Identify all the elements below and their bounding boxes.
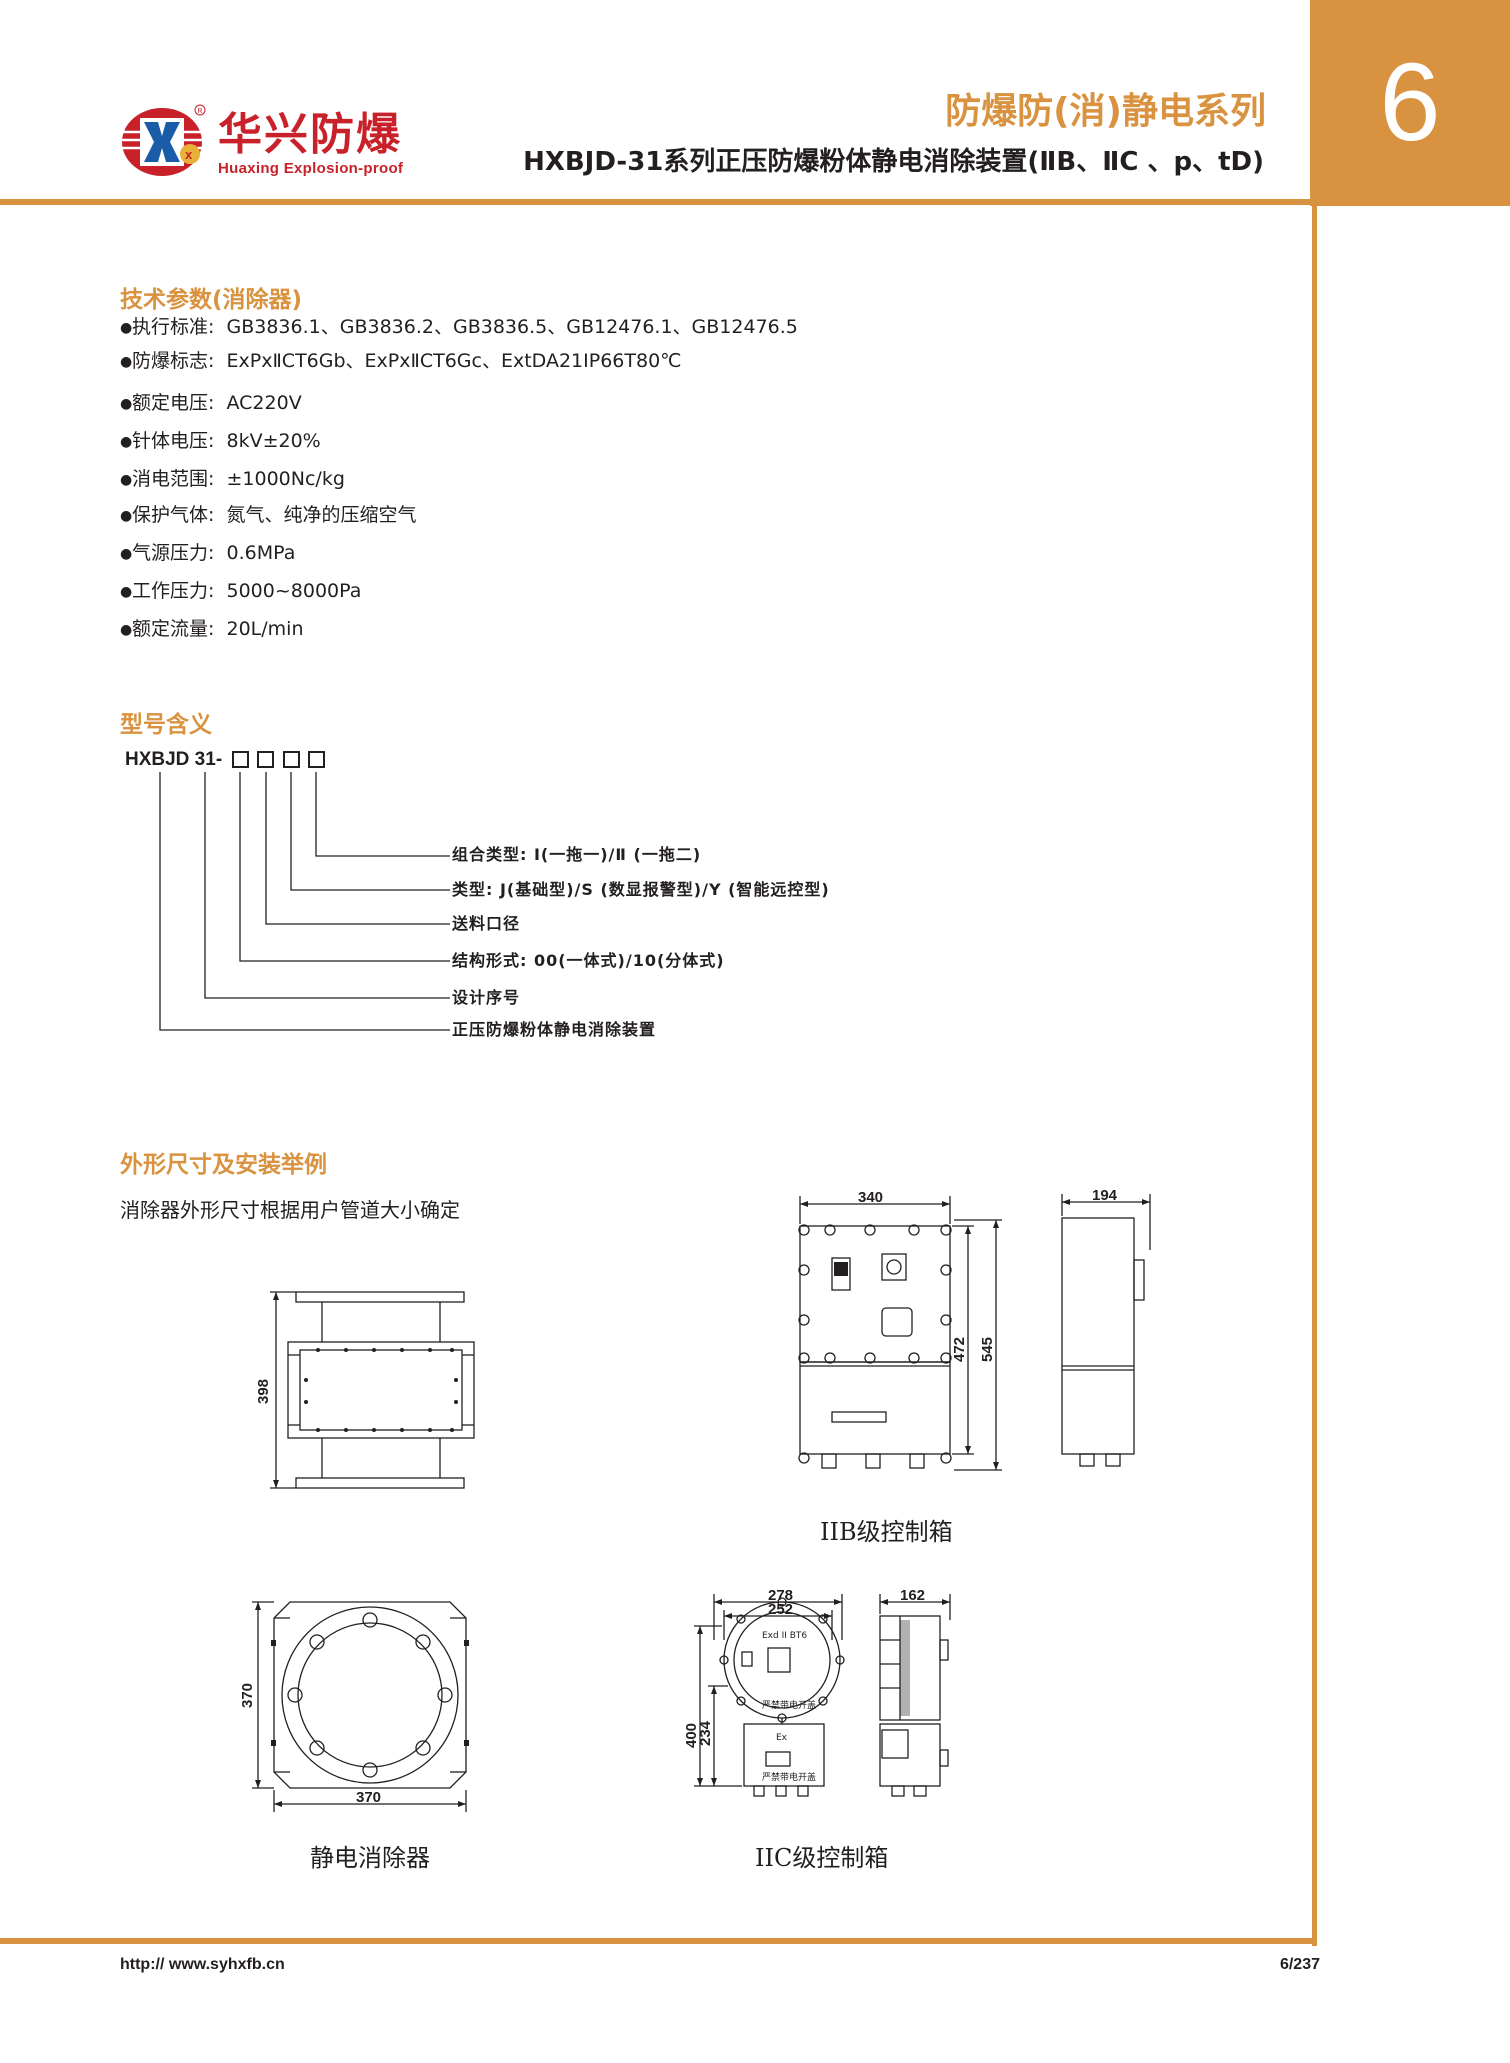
brand-name-en: Huaxing Explosion-proof: [218, 160, 404, 177]
eliminator-front-height-label: 370: [240, 1683, 256, 1708]
model-slot-box: [257, 751, 274, 768]
iib-height1-label: 472: [951, 1337, 968, 1362]
caption-eliminator: 静电消除器: [310, 1844, 430, 1872]
logo-icon: x R: [122, 104, 206, 176]
model-meaning-product: 正压防爆粉体静电消除装置: [452, 1020, 657, 1039]
footer-url-link[interactable]: http:// www.syhxfb.cn: [120, 1956, 285, 1973]
tech-section-title: 技术参数(消除器): [120, 287, 303, 313]
iic-ex-label: Ex: [776, 1733, 788, 1743]
model-meaning-caliber: 送料口径: [452, 914, 521, 933]
list-item: ●气源压力: 0.6MPa: [120, 542, 296, 564]
section-tab: [1310, 0, 1510, 206]
iic-ex-mark-label: Exd II BT6: [762, 1631, 807, 1641]
model-leader-lines: [159, 772, 450, 1031]
model-slot-box: [308, 751, 325, 768]
list-item: ●针体电压: 8kV±20%: [120, 430, 321, 452]
caption-iib: IIB级控制箱: [820, 1518, 953, 1546]
model-slot-box: [232, 751, 249, 768]
caption-iic: IIC级控制箱: [755, 1844, 889, 1872]
dims-section-title: 外形尺寸及安装举例: [120, 1152, 327, 1178]
iib-box-side-drawing: 194: [1061, 1190, 1151, 1467]
list-item: ●保护气体: 氮气、纯净的压缩空气: [120, 504, 417, 526]
header-divider: [0, 199, 1310, 205]
iic-depth-label: 162: [900, 1587, 925, 1604]
iic-width2-label: 252: [768, 1601, 793, 1618]
right-divider: [1312, 206, 1317, 1946]
iic-height1-label: 400: [683, 1723, 700, 1748]
eliminator-side-drawing: 398: [255, 1291, 475, 1489]
iic-box-front-drawing: 278 252 400 234 Exd II BT6 严禁带电开盖 Ex 严禁带…: [683, 1587, 845, 1797]
list-item: ●执行标准: GB3836.1、GB3836.2、GB3836.5、GB1247…: [120, 316, 798, 338]
model-meaning-structure: 结构形式: 00(一体式)/10(分体式): [452, 951, 725, 970]
dims-note: 消除器外形尺寸根据用户管道大小确定: [120, 1198, 460, 1222]
iic-warning-label-lower: 严禁带电开盖: [762, 1771, 816, 1783]
list-item: ●额定流量: 20L/min: [120, 618, 304, 640]
iib-box-front-drawing: 340 472 545: [798, 1190, 1002, 1471]
model-code: HXBJD 31-: [125, 749, 223, 770]
eliminator-front-width-label: 370: [356, 1789, 381, 1806]
model-meaning-type: 类型: J(基础型)/S (数显报警型)/Y (智能远控型): [452, 880, 830, 899]
iic-height2-label: 234: [697, 1720, 714, 1746]
iic-width1-label: 278: [768, 1587, 793, 1604]
brand-name: 华兴防爆: [218, 109, 402, 160]
model-slot-box: [283, 751, 300, 768]
series-title: 防爆防(消)静电系列: [945, 91, 1266, 132]
product-title: HXBJD-31系列正压防爆粉体静电消除装置(ⅡB、ⅡC 、p、tD): [523, 147, 1264, 177]
section-number: 6: [1379, 41, 1441, 164]
eliminator-front-drawing: 370 370: [240, 1601, 469, 1812]
iic-warning-label: 严禁带电开盖: [762, 1699, 816, 1711]
list-item: ●额定电压: AC220V: [120, 392, 302, 414]
list-item: ●工作压力: 5000~8000Pa: [120, 580, 362, 602]
model-section-title: 型号含义: [120, 712, 212, 738]
iib-depth-label: 194: [1092, 1190, 1118, 1204]
eliminator-side-height-label: 398: [255, 1379, 272, 1404]
model-meaning-serial: 设计序号: [452, 988, 521, 1007]
list-item: ●消电范围: ±1000Nc/kg: [120, 468, 345, 490]
footer-divider: [0, 1938, 1317, 1944]
svg-text:x: x: [185, 147, 193, 162]
iib-height2-label: 545: [979, 1337, 996, 1362]
page-number: 6/237: [1279, 1956, 1320, 1973]
svg-text:R: R: [198, 108, 203, 115]
model-meaning-combo: 组合类型: Ⅰ(一拖一)/Ⅱ (一拖二): [452, 845, 702, 864]
iib-width-label: 340: [858, 1190, 883, 1206]
iic-box-side-drawing: 162: [879, 1587, 951, 1797]
list-item: ●防爆标志: ExPxⅡCT6Gb、ExPxⅡCT6Gc、ExtDA21IP66…: [120, 350, 682, 372]
